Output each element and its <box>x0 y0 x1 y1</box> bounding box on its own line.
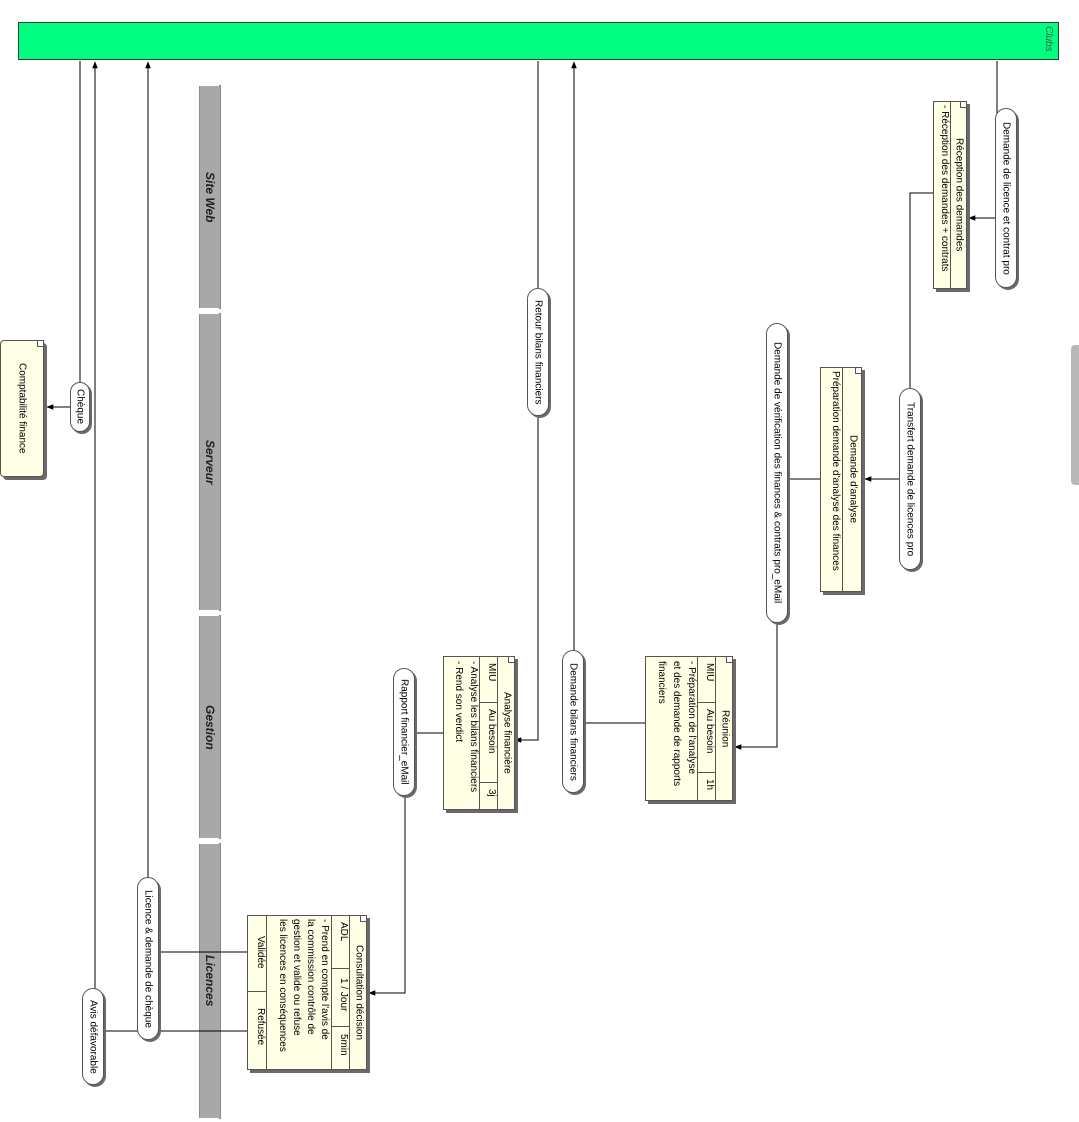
process-demande-analyse[interactable]: Demande d'analyse Préparation demande d'… <box>820 367 862 592</box>
flow-demande-licence[interactable]: Demande de licence et contrat pro <box>995 108 1017 288</box>
flow-rapport-financier[interactable]: Rapport financier_eMail <box>393 668 415 796</box>
flow-label: Avis défavorable <box>87 999 99 1074</box>
process-frequency: Au besoin <box>486 709 497 754</box>
process-body-line: la commission contrôle de <box>305 919 316 1035</box>
flow-label: Demande bilans financiers <box>567 662 579 781</box>
process-duration: 1h <box>704 779 715 791</box>
process-actor: ADL <box>338 922 349 942</box>
flow-transfert-demande[interactable]: Transfert demande de licences pro <box>899 388 921 570</box>
process-duration: 5min <box>338 1034 349 1056</box>
process-title: Réunion <box>719 709 731 748</box>
side-tab <box>1071 345 1079 485</box>
flow-licence-demande-cheque[interactable]: Licence & demande de chèque <box>137 877 159 1040</box>
flow-label: Transfert demande de licences pro <box>904 401 916 557</box>
process-title: Analyse financière <box>501 692 513 774</box>
process-body-line: gestion et valide ou refuse <box>291 919 302 1036</box>
process-body-line: - Préparation de l'analyse <box>686 661 697 775</box>
flow-label: Demande de licence et contrat pro <box>1000 121 1012 275</box>
process-title: Réception des demandes <box>953 138 965 252</box>
flow-avis-defavorable[interactable]: Avis défavorable <box>82 988 104 1085</box>
process-body-line: et des demande de rapports <box>671 661 682 787</box>
flow-label: Licence & demande de chèque <box>142 889 154 1028</box>
flow-cheque[interactable]: Chèque <box>70 382 90 432</box>
flow-label: Rapport financier_eMail <box>398 679 410 785</box>
process-actor: MIU <box>486 663 497 682</box>
lane-title-gestion: Gestion <box>203 704 217 750</box>
process-title: Consultation décision <box>353 944 365 1041</box>
outcome-refusee: Refusée <box>255 1008 266 1046</box>
flow-label: Chèque <box>74 389 86 425</box>
process-body: - Réception des demandes + contrats <box>939 105 950 272</box>
process-body-line: les licences en conséquences <box>277 919 288 1052</box>
flow-label: Retour bilans financiers <box>532 299 544 405</box>
process-body-line: - Rend son verdict <box>453 661 464 743</box>
process-reunion[interactable]: Réunion MIU Au besoin 1h - Préparation d… <box>645 656 733 801</box>
lane-site-web: Site Web <box>199 85 221 309</box>
lane-serveur: Serveur <box>199 313 221 611</box>
flow-demande-bilans[interactable]: Demande bilans financiers <box>562 650 584 793</box>
store-label: Comptabilité finance <box>16 363 28 454</box>
lane-gestion: Gestion <box>199 615 221 839</box>
process-analyse-financiere[interactable]: Analyse financière MIU Au besoin 3j - An… <box>443 656 515 810</box>
actor-label: Clubs <box>1043 26 1054 52</box>
lane-title-licences: Licences <box>203 955 217 1007</box>
process-actor: MIU <box>704 663 715 682</box>
store-comptabilite-finance[interactable]: Comptabilité finance <box>0 340 44 477</box>
flow-label: Demande de vérification des finances & c… <box>771 342 783 604</box>
lane-licences: Licences <box>199 843 221 1119</box>
process-body-line: - Prend en compte l'avis de <box>319 919 330 1040</box>
flow-retour-bilans[interactable]: Retour bilans financiers <box>527 288 549 416</box>
flow-demande-verification[interactable]: Demande de vérification des finances & c… <box>766 323 788 623</box>
process-frequency: 1 / Jour <box>338 978 349 1012</box>
process-consultation-decision[interactable]: Consultation décision ADL 1 / Jour 5min … <box>247 915 367 1070</box>
outcome-validee: Validée <box>255 936 266 969</box>
actor-clubs-bar: Clubs <box>18 22 1059 60</box>
process-body: Préparation demande d'analyse des financ… <box>830 371 841 571</box>
process-body-line: financiers <box>656 661 667 704</box>
process-body-line: - Analyse les bilans financiers <box>468 661 479 793</box>
lane-title-site-web: Site Web <box>203 171 217 223</box>
process-reception-demandes[interactable]: Réception des demandes - Réception des d… <box>933 101 967 289</box>
lane-title-serveur: Serveur <box>203 439 217 485</box>
process-title: Demande d'analyse <box>847 435 859 524</box>
process-frequency: Au besoin <box>704 709 715 754</box>
process-duration: 3j <box>486 789 497 797</box>
